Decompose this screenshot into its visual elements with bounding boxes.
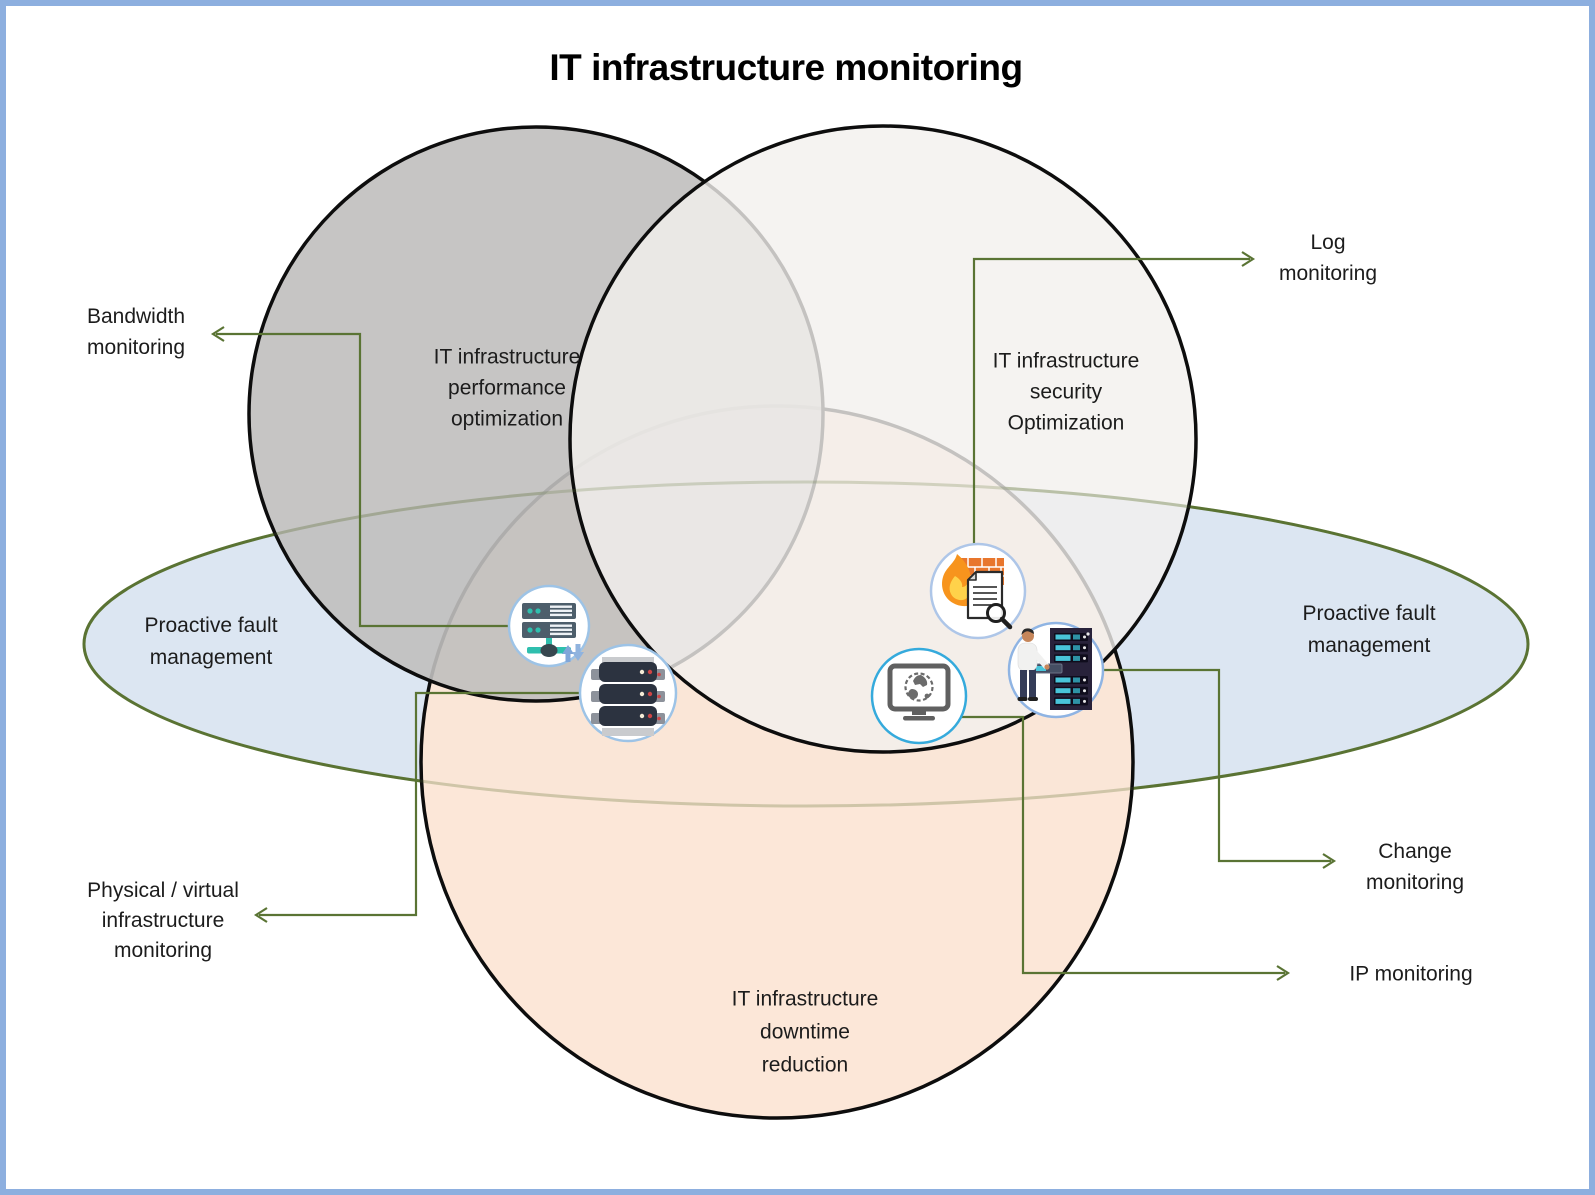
downtime-label-line1: IT infrastructure [731,987,879,1011]
connector-lines [210,251,1337,981]
ip-line1: IP monitoring [1349,962,1473,986]
performance-label-line2: performance [448,376,566,400]
change-line2: monitoring [1365,871,1465,894]
proactive-fault-label-left: Proactive fault management [144,610,277,674]
log-line1: Log [1310,231,1346,254]
rack-technician-icon [1007,621,1105,719]
physical-connector [259,691,580,917]
globe-monitor-icon [870,647,968,745]
venn-diagram [82,124,1530,1120]
page-title: IT infrastructure monitoring [549,47,1023,88]
bandwidth-line1: Bandwidth [86,305,186,328]
security-circle-label: IT infrastructure security Optimization [993,346,1140,439]
performance-label-line1: IT infrastructure [433,345,581,369]
bandwidth-callout-label: Bandwidth monitoring [87,301,185,363]
pfm-left-line2: management [149,646,273,669]
downtime-label-line3: reduction [761,1053,849,1077]
physical-line1: Physical / virtual [87,879,239,902]
physical-line3: monitoring [113,939,213,962]
ip-arrowhead-icon [1276,965,1291,981]
server-stack-icon [578,643,678,743]
performance-circle-label: IT infrastructure performance optimizati… [434,342,581,435]
security-label-line2: security [1029,380,1103,404]
bandwidth-arrowhead-icon [210,326,225,342]
physical-line2: infrastructure [101,909,225,932]
firewall-log-icon [929,542,1027,640]
bandwidth-line2: monitoring [86,336,186,359]
proactive-fault-label-right: Proactive fault management [1302,598,1435,662]
ip-connector [961,715,1285,975]
physical-arrowhead-icon [253,907,268,923]
bandwidth-network-icon [507,584,591,668]
pfm-left-line1: Proactive fault [144,614,278,637]
downtime-label-line2: downtime [760,1020,850,1044]
pfm-right-line1: Proactive fault [1302,602,1436,625]
downtime-circle-label: IT infrastructure downtime reduction [732,983,879,1082]
log-arrowhead-icon [1241,251,1256,267]
change-line1: Change [1378,840,1452,863]
change-callout-label: Change monitoring [1366,836,1464,898]
pfm-right-line2: management [1307,634,1431,657]
change-connector [1104,668,1331,863]
security-circle [568,124,1198,754]
security-label-line1: IT infrastructure [992,349,1140,373]
security-label-line3: Optimization [1007,411,1125,435]
performance-label-line3: optimization [450,407,564,431]
bandwidth-connector [216,332,510,628]
log-callout-label: Log monitoring [1279,227,1377,289]
log-connector [972,257,1250,544]
change-arrowhead-icon [1322,853,1337,869]
physical-callout-label: Physical / virtual infrastructure monito… [87,876,239,966]
ip-callout-label: IP monitoring [1349,959,1472,990]
ellipse-outline-overlay [82,480,1530,808]
log-line2: monitoring [1278,262,1378,285]
